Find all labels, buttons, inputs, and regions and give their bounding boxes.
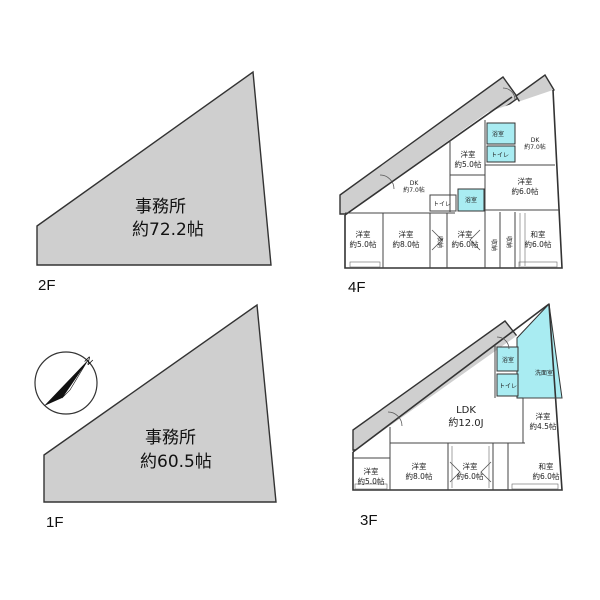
yoshitsu-3f-b-size: 約8.0帖 <box>406 471 433 481</box>
toilet-4f-mid-label: トイレ <box>491 152 509 159</box>
door-3f-1 <box>387 411 403 427</box>
door-4f-1 <box>379 174 395 190</box>
toilet-4f-mid <box>486 145 516 163</box>
bath-3f <box>496 346 519 372</box>
yoshitsu-4f-right-size: 約6.0帖 <box>512 186 539 196</box>
yoshitsu-4f-right-name: 洋室 <box>518 176 533 186</box>
door-3f-2 <box>496 336 510 350</box>
door-3f-4 <box>480 461 492 483</box>
office-2f-area <box>36 70 272 266</box>
bath-4f-top <box>486 122 516 145</box>
toilet-3f <box>496 373 519 397</box>
storage-4f-b-label: 収納 <box>490 239 498 251</box>
storage-4f-a-label: 収納 <box>436 236 444 248</box>
floor-4f-outer-wall <box>344 89 563 269</box>
floor-3f-outer-wall <box>352 303 563 491</box>
yoshitsu-3f-small-name: 洋室 <box>536 411 551 421</box>
floor-2f: 事務所 約72.2帖 2F <box>36 70 272 294</box>
door-3f-3 <box>449 461 461 483</box>
yoshitsu-3f-a-size: 約5.0帖 <box>358 476 385 486</box>
yoshitsu-4f-mid-name: 洋室 <box>461 149 476 159</box>
compass: N <box>34 351 98 415</box>
floor-4f-diagonal-wall <box>344 96 513 216</box>
washitsu-3f-name: 和室 <box>539 461 554 471</box>
office-1f-size: 約60.5帖 <box>140 452 212 472</box>
stairs-3f <box>354 446 559 490</box>
dk-4f-left-name: DK <box>410 180 420 187</box>
yoshitsu-4f-b-name: 洋室 <box>399 229 414 239</box>
washitsu-3f-size: 約6.0帖 <box>533 471 560 481</box>
bath-4f-left-label: 浴室 <box>465 196 477 204</box>
floor-4f: 浴室 トイレ DK 約7.0帖 洋室 約5.0帖 DK 約7.0帖 洋室 約6.… <box>339 73 563 296</box>
yoshitsu-3f-small-size: 約4.5帖 <box>530 421 557 431</box>
ldk-3f-size: 約12.0J <box>448 416 483 429</box>
toilet-4f-left-label: トイレ <box>433 201 451 208</box>
washitsu-4f-size: 約6.0帖 <box>525 239 552 249</box>
stairs-4f <box>349 213 558 268</box>
door-4f-4 <box>469 229 481 251</box>
compass-needle-light <box>61 359 89 399</box>
office-1f-area <box>43 303 277 503</box>
yoshitsu-4f-mid-size: 約5.0帖 <box>455 159 482 169</box>
yoshitsu-3f-b-name: 洋室 <box>412 461 427 471</box>
toilet-3f-label: トイレ <box>499 383 517 390</box>
floor-label-1f: 1F <box>46 514 64 531</box>
office-2f-name: 事務所 <box>135 197 186 217</box>
bath-4f-top-label: 浴室 <box>492 130 504 138</box>
dk-4f-right-name: DK <box>531 137 541 144</box>
senmen-3f-label: 洗面室 <box>535 369 553 377</box>
yoshitsu-3f-a-name: 洋室 <box>364 466 379 476</box>
storage-4f-c-label: 収納 <box>505 236 513 248</box>
toilet-4f-left <box>429 194 457 212</box>
yoshitsu-3f-c-name: 洋室 <box>463 461 478 471</box>
door-4f-3 <box>431 229 443 251</box>
yoshitsu-3f-c-size: 約6.0帖 <box>457 471 484 481</box>
bath-3f-label: 浴室 <box>502 356 514 364</box>
compass-needle-icon <box>44 360 88 406</box>
yoshitsu-4f-c-name: 洋室 <box>458 229 473 239</box>
floor-1f: 事務所 約60.5帖 1F <box>43 303 277 531</box>
floor-label-3f: 3F <box>360 512 378 529</box>
yoshitsu-4f-c-size: 約6.0帖 <box>452 239 479 249</box>
washitsu-4f-name: 和室 <box>531 229 546 239</box>
floor-label-2f: 2F <box>38 277 56 294</box>
yoshitsu-4f-a-size: 約5.0帖 <box>350 239 377 249</box>
floor-3f-diagonal-wall <box>352 303 550 453</box>
office-1f-name: 事務所 <box>145 428 196 448</box>
floor-3f: 浴室 洗面室 トイレ LDK 約12.0J 洋室 約4.5帖 洋室 約5.0帖 … <box>352 302 563 529</box>
yoshitsu-4f-a-name: 洋室 <box>356 229 371 239</box>
dk-4f-right-size: 約7.0帖 <box>524 143 546 151</box>
bath-4f-left <box>457 188 485 212</box>
ldk-3f-name: LDK <box>456 405 476 416</box>
door-4f-2 <box>502 87 516 101</box>
dk-4f-left-size: 約7.0帖 <box>403 186 425 194</box>
yoshitsu-4f-b-size: 約8.0帖 <box>393 239 420 249</box>
floor-label-4f: 4F <box>348 279 366 296</box>
office-2f-size: 約72.2帖 <box>132 220 204 240</box>
